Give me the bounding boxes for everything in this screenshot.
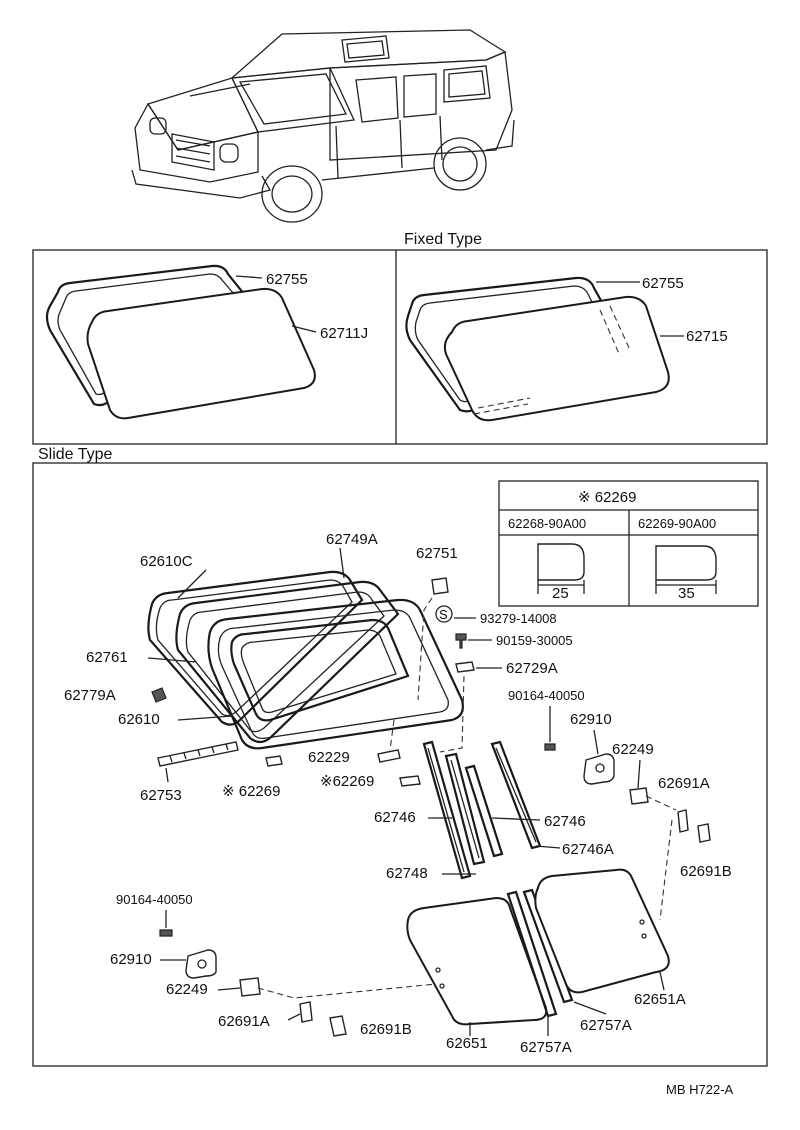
label-90164-40050-b: 90164-40050 [116,892,193,907]
channel-62757A-a [506,890,558,1018]
label-90159-30005: 90159-30005 [496,633,573,648]
label-62755-right: 62755 [642,275,684,292]
label-62755-left: 62755 [266,271,308,288]
inset-col2-dim: 35 [678,585,695,602]
label-62746A: 62746A [562,841,614,858]
fixed-right-assembly [405,276,684,422]
label-62610C: 62610C [140,553,193,570]
screw-90159 [455,633,467,649]
part-62691B-a [697,823,711,843]
part-62753 [157,741,239,767]
inset-table [498,480,759,607]
fixed-type-title: Fixed Type [404,231,482,248]
inset-col1-part: 62268-90A00 [508,516,586,531]
s-symbol [435,605,453,623]
inset-col1-dim: 25 [552,585,569,602]
label-62746-b: 62746 [544,813,586,830]
label-62651A: 62651A [634,991,686,1008]
label-62779A: 62779A [64,687,116,704]
slide-frame-assembly [147,570,464,750]
screw-90164-a [544,743,556,751]
label-62761: 62761 [86,649,128,666]
part-62751 [431,577,449,595]
glass-62651 [406,896,548,1026]
label-62229: 62229 [308,749,350,766]
fixed-left-assembly [45,264,317,420]
vehicle-illustration [131,29,515,223]
part-62691B-b [329,1015,347,1037]
s-symbol-text: S [439,607,448,622]
label-62691B-b: 62691B [360,1021,412,1038]
run-channels [422,740,542,880]
label-62910-a: 62910 [570,711,612,728]
screw-90164-b [159,929,173,937]
label-62751: 62751 [416,545,458,562]
part-62229 [377,749,401,763]
part-62691A-b [299,1001,313,1023]
label-62757A-b: 62757A [520,1039,572,1056]
label-62269-a: ※62269 [320,773,374,790]
part-62729A [455,661,475,673]
inset-col2-part: 62269-90A00 [638,516,716,531]
part-62269-a [399,775,421,787]
glass-62651A [534,868,670,994]
label-62749A: 62749A [326,531,378,548]
label-62910-b: 62910 [110,951,152,968]
part-62910-b [185,949,217,979]
label-62746-a: 62746 [374,809,416,826]
label-62691B-a: 62691B [680,863,732,880]
label-62610: 62610 [118,711,160,728]
label-62249-a: 62249 [612,741,654,758]
label-62691A-b: 62691A [218,1013,270,1030]
slide-type-title: Slide Type [38,446,113,463]
label-62269-b: ※ 62269 [222,783,280,800]
part-62910-a [583,753,615,785]
label-62753: 62753 [140,787,182,804]
label-62729A: 62729A [506,660,558,677]
channel-62757A-b [522,888,574,1004]
label-90164-40050-a: 90164-40050 [508,688,585,703]
label-62748: 62748 [386,865,428,882]
inset-header: ※ 62269 [578,489,636,506]
label-62651: 62651 [446,1035,488,1052]
label-93279-14008: 93279-14008 [480,611,557,626]
label-62249-b: 62249 [166,981,208,998]
part-62691A-a [677,809,689,833]
label-62711J: 62711J [320,325,368,342]
footer-code: MB H722-A [666,1082,734,1097]
part-62249-a [629,787,649,805]
slide-type-panel [32,462,768,1067]
label-62757A-a: 62757A [580,1017,632,1034]
part-62249-b [239,977,261,997]
part-62269-b [265,755,283,767]
label-62715: 62715 [686,328,728,345]
fixed-type-panel [32,249,768,445]
label-62691A-a: 62691A [658,775,710,792]
